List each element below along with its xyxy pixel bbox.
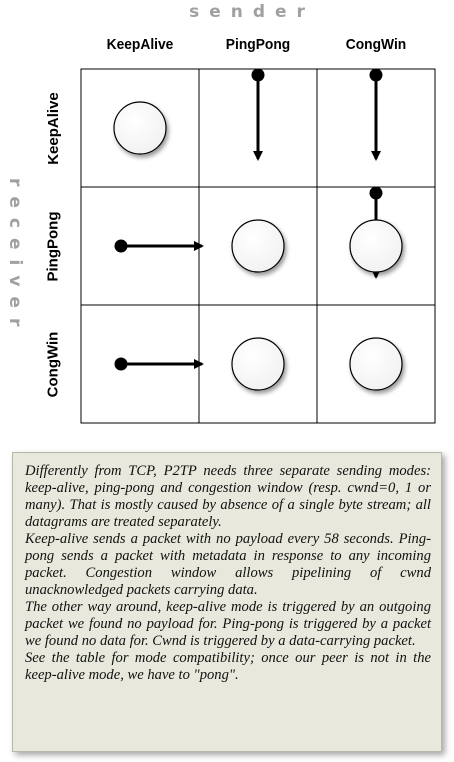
arrow-start-dot bbox=[114, 239, 128, 253]
compatibility-matrix bbox=[80, 68, 436, 424]
mode-circle bbox=[113, 101, 167, 155]
cell-keepalive-pingpong bbox=[251, 68, 265, 161]
arrow-start-dot bbox=[251, 68, 265, 82]
note-paragraph: The other way around, keep-alive mode is… bbox=[25, 599, 431, 649]
column-header-congwin: CongWin bbox=[345, 36, 407, 53]
note-paragraph: See the table for mode compatibility; on… bbox=[25, 650, 431, 683]
sender-axis-label: sender bbox=[189, 2, 315, 22]
grid-lines bbox=[80, 68, 436, 424]
note-paragraph: Differently from TCP, P2TP needs three s… bbox=[25, 463, 431, 530]
mode-circle bbox=[231, 219, 285, 273]
cell-congwin-keepalive bbox=[114, 357, 204, 371]
column-header-keepalive: KeepAlive bbox=[106, 36, 174, 53]
cell-congwin-congwin bbox=[349, 337, 403, 391]
cell-pingpong-keepalive bbox=[114, 239, 204, 253]
note-paragraph: Keep-alive sends a packet with no payloa… bbox=[25, 531, 431, 598]
arrow-start-dot bbox=[114, 357, 128, 371]
column-header-pingpong: PingPong bbox=[225, 36, 291, 53]
cell-keepalive-congwin bbox=[369, 68, 383, 161]
explanation-note: Differently from TCP, P2TP needs three s… bbox=[12, 452, 442, 752]
cell-keepalive-keepalive bbox=[113, 101, 167, 155]
arrow-start-dot bbox=[369, 186, 383, 200]
mode-circle bbox=[349, 219, 403, 273]
mode-circle bbox=[231, 337, 285, 391]
mode-circle bbox=[349, 337, 403, 391]
cell-pingpong-pingpong bbox=[231, 219, 285, 273]
arrow-start-dot bbox=[369, 68, 383, 82]
cell-congwin-pingpong bbox=[231, 337, 285, 391]
